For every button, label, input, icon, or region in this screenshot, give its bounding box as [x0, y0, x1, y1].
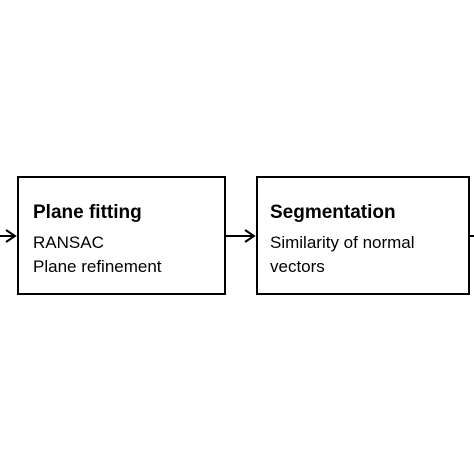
plane-fitting-title: Plane fitting: [33, 202, 142, 223]
segmentation-line-1: Similarity of normal: [270, 233, 415, 252]
arrow-right-icon: [226, 229, 256, 243]
incoming-arrow-icon: [0, 229, 17, 243]
plane-fitting-line-2: Plane refinement: [33, 257, 162, 276]
plane-fitting-box: Plane fitting RANSAC Plane refinement: [17, 176, 226, 295]
segmentation-line-2: vectors: [270, 257, 325, 276]
plane-fitting-line-1: RANSAC: [33, 233, 104, 252]
segmentation-title: Segmentation: [270, 202, 396, 223]
segmentation-box: Segmentation Similarity of normal vector…: [256, 176, 470, 295]
